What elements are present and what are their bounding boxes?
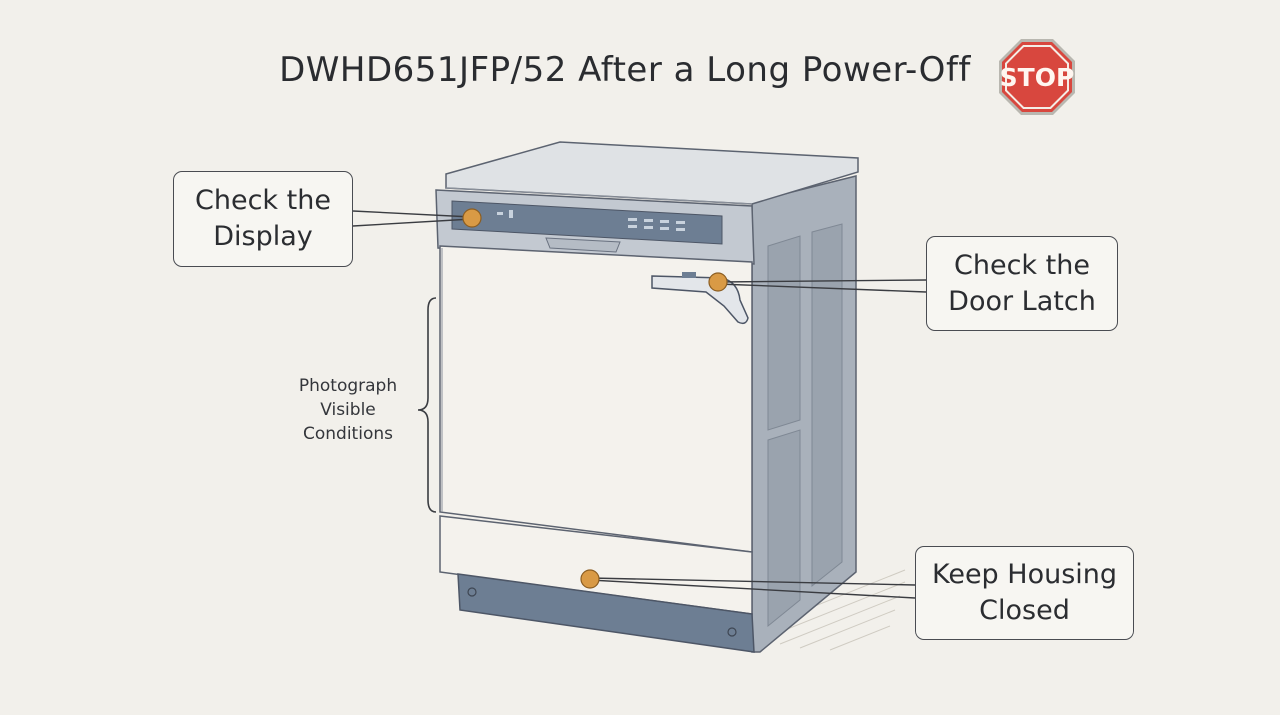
callout-display-line-1: Check the (195, 185, 331, 216)
stop-sign-face (1002, 42, 1072, 112)
leader-line-latch-lower (717, 283, 927, 293)
base-screw-right (727, 627, 737, 637)
side-label-line-2: Visible (320, 400, 376, 420)
stop-sign-icon: STOP (998, 38, 1076, 116)
marker-door-latch (708, 272, 728, 292)
side-recess-upper (767, 235, 801, 431)
callout-housing-line-1: Keep Housing (931, 559, 1118, 590)
callout-latch-line-2: Door Latch (948, 285, 1096, 317)
callout-housing-line-2: Closed (979, 595, 1070, 626)
photograph-conditions-label: Photograph Visible Conditions (284, 374, 412, 446)
leader-line-housing (589, 577, 916, 586)
callout-latch-line-1: Check the (954, 249, 1090, 281)
top-front-edge (445, 187, 753, 205)
callout-keep-housing-closed: Keep Housing Closed (915, 546, 1134, 640)
callout-display-line-2: Display (213, 221, 313, 252)
stop-sign-text: STOP (1000, 63, 1075, 92)
door-handle-recess (545, 237, 621, 253)
display-segments (497, 210, 685, 231)
leader-line-display (352, 210, 473, 218)
side-recess-mid (811, 223, 843, 588)
latch-button (682, 272, 696, 278)
callout-check-door-latch: Check the Door Latch (926, 236, 1118, 331)
marker-display (462, 208, 482, 228)
leader-line-housing-lower (589, 579, 916, 599)
side-label-line-1: Photograph (298, 376, 398, 396)
side-recess-lower (767, 429, 801, 628)
leader-line-display-lower (352, 218, 473, 227)
dishwasher-base (457, 573, 755, 653)
leader-line-latch (717, 279, 927, 283)
side-label-line-3: Conditions (303, 424, 393, 444)
page-title: DWHD651JFP/52 After a Long Power-Off (279, 50, 971, 90)
floor-shadow (759, 569, 906, 651)
stop-sign-inner-ring (1005, 45, 1069, 109)
conditions-bracket (417, 297, 437, 513)
base-screw-left (467, 587, 477, 597)
marker-housing (580, 569, 600, 589)
callout-check-display: Check the Display (173, 171, 353, 267)
